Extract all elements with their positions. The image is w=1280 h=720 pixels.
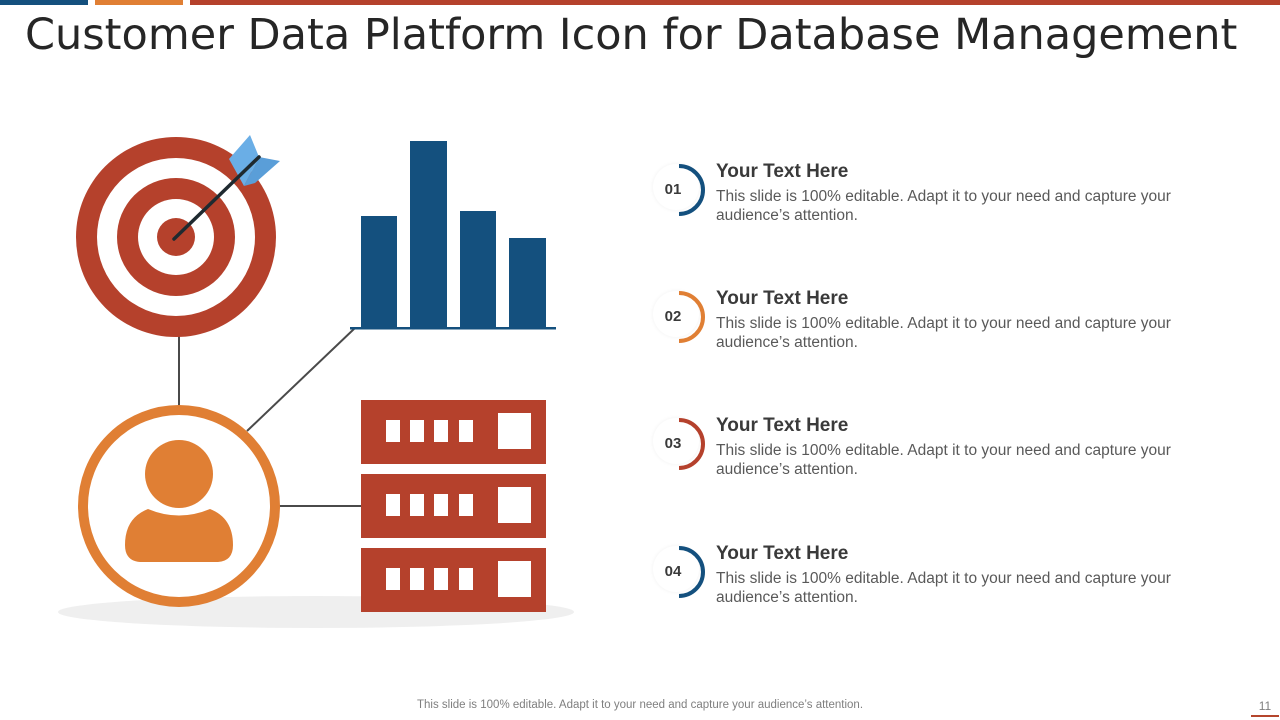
server-unit-2 [361, 474, 546, 538]
footer-note: This slide is 100% editable. Adapt it to… [416, 699, 864, 711]
item-description: This slide is 100% editable. Adapt it to… [716, 442, 1171, 478]
item-description: This slide is 100% editable. Adapt it to… [716, 570, 1171, 606]
top-bar-blue [0, 0, 88, 5]
number-badge [653, 546, 705, 598]
user-icon [78, 405, 280, 607]
arc-icon [678, 164, 705, 216]
list-item-04: 04 Your Text Here This slide is 100% edi… [650, 543, 1210, 616]
list-item-03: 03 Your Text Here This slide is 100% edi… [650, 415, 1210, 488]
item-number: 02 [664, 308, 682, 325]
item-number: 03 [664, 435, 682, 452]
arc-icon [678, 418, 705, 470]
server-unit-1 [361, 400, 546, 464]
item-number: 01 [664, 181, 682, 198]
item-heading: Your Text Here [716, 415, 849, 436]
page-number: 11 [1258, 699, 1272, 713]
item-heading: Your Text Here [716, 543, 849, 564]
number-badge [653, 418, 705, 470]
item-number: 04 [664, 563, 682, 580]
number-badge [653, 291, 705, 343]
top-bar-orange [95, 0, 183, 5]
arc-icon [678, 546, 705, 598]
customer-data-illustration [58, 135, 574, 628]
page-number-underline [1251, 715, 1279, 717]
item-heading: Your Text Here [716, 161, 849, 182]
connector-lines [178, 327, 361, 507]
number-badge [653, 164, 705, 216]
server-database-icon [361, 400, 546, 612]
item-description: This slide is 100% editable. Adapt it to… [716, 188, 1171, 224]
server-unit-3 [361, 548, 546, 612]
target-icon [76, 135, 280, 337]
top-bar-red [190, 0, 1280, 5]
arc-icon [678, 291, 705, 343]
slide-title: Customer Data Platform Icon for Database… [25, 10, 1238, 60]
item-description: This slide is 100% editable. Adapt it to… [716, 315, 1171, 351]
bar-chart-icon [350, 141, 556, 330]
item-heading: Your Text Here [716, 288, 849, 309]
list-item-01: 01 Your Text Here This slide is 100% edi… [650, 161, 1210, 234]
list-item-02: 02 Your Text Here This slide is 100% edi… [650, 288, 1210, 361]
